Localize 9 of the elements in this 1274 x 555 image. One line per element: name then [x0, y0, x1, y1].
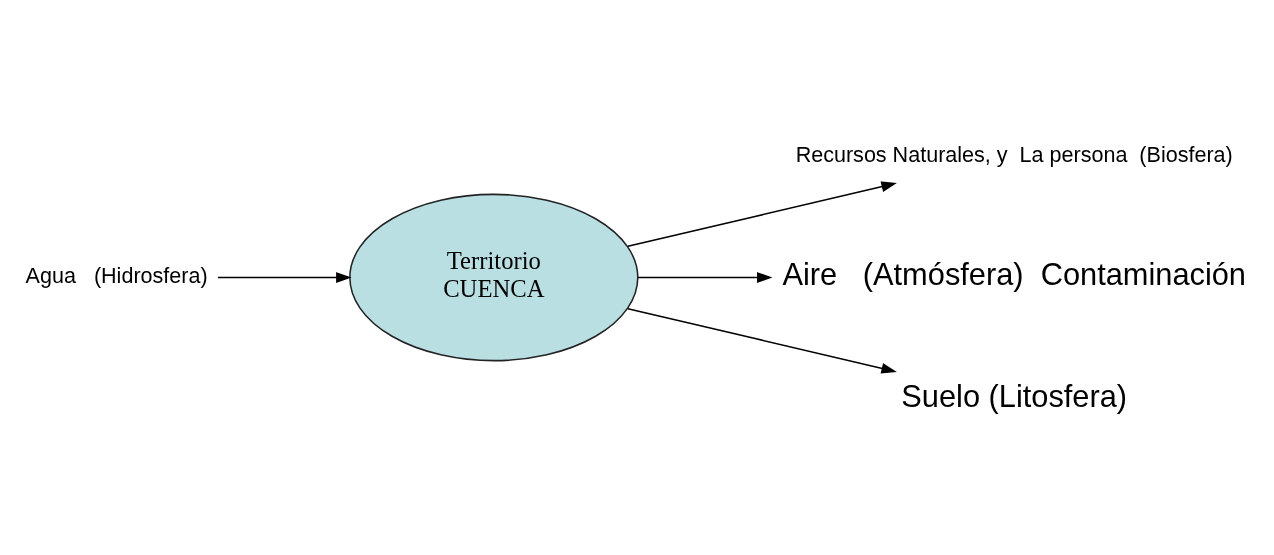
node-text: Agua (Hidrosfera)	[25, 263, 208, 289]
arrow	[217, 272, 352, 283]
arrow	[637, 272, 773, 283]
node-text: Suelo (Litosfera)	[901, 378, 1128, 414]
arrow	[627, 181, 897, 248]
node-text: Aire (Atmósfera) Contaminación	[782, 257, 1247, 293]
node-text: Recursos Naturales, y La persona (Biosfera)	[795, 141, 1233, 167]
node-ellipse: Territorio CUENCA	[349, 193, 639, 362]
arrow	[627, 307, 897, 374]
